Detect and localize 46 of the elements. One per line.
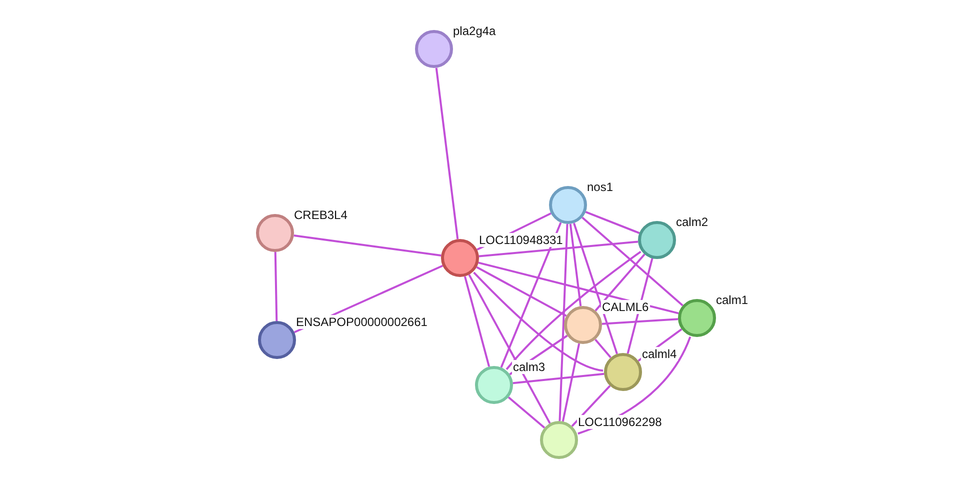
interaction-line <box>478 262 679 314</box>
protein-label: LOC110948331 <box>478 233 564 247</box>
interaction-line <box>468 274 551 424</box>
interaction-line <box>594 254 646 312</box>
interaction-line <box>585 211 640 234</box>
interaction-line <box>626 258 654 354</box>
interaction-line <box>508 396 546 428</box>
protein-node <box>415 30 453 68</box>
interaction-line <box>594 338 612 358</box>
interaction-line <box>464 276 490 367</box>
protein-label: calm2 <box>675 215 710 229</box>
protein-label: calm1 <box>715 293 750 307</box>
protein-label: CALML6 <box>601 300 650 314</box>
protein-node <box>258 321 296 359</box>
interaction-line <box>473 272 604 372</box>
protein-node <box>549 186 587 224</box>
protein-node <box>604 353 642 391</box>
interaction-line <box>558 224 568 422</box>
protein-label: pla2g4a <box>452 24 497 38</box>
protein-node <box>678 299 716 337</box>
protein-label: CREB3L4 <box>293 208 348 222</box>
interaction-line <box>476 266 567 317</box>
protein-label: calm3 <box>512 360 546 374</box>
interaction-line <box>506 250 642 370</box>
interaction-line <box>602 318 678 325</box>
interaction-line <box>294 234 442 256</box>
interaction-line <box>500 222 562 368</box>
interaction-line <box>435 68 459 240</box>
protein-label: calml4 <box>641 347 678 361</box>
interaction-line <box>569 224 582 306</box>
protein-node <box>564 306 602 344</box>
protein-node <box>475 366 513 404</box>
protein-node <box>441 239 479 277</box>
protein-node <box>256 214 294 252</box>
interaction-line <box>571 385 611 427</box>
interaction-line <box>562 343 580 422</box>
protein-node <box>540 421 578 459</box>
protein-label: nos1 <box>586 180 614 194</box>
protein-node <box>638 221 676 259</box>
interaction-line <box>512 372 604 384</box>
interaction-line <box>582 216 684 306</box>
interaction-line <box>478 240 638 258</box>
protein-label: ENSAPOP00000002661 <box>295 315 428 329</box>
protein-label: LOC110962298 <box>577 415 663 429</box>
interaction-line <box>274 252 278 322</box>
interaction-line <box>573 222 618 354</box>
